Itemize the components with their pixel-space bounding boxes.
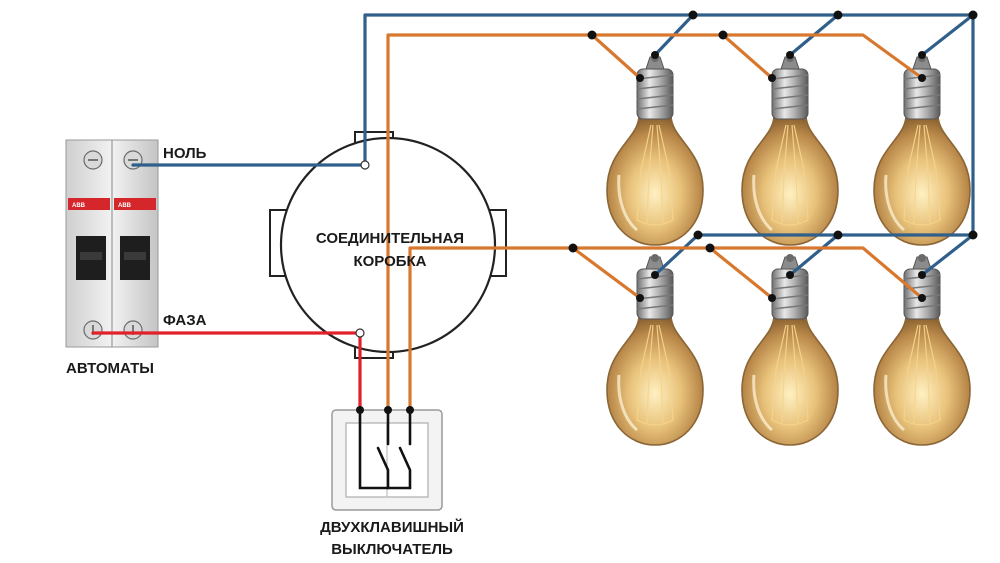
neutral-wire <box>131 13 975 277</box>
lamp-row-bottom <box>605 252 972 463</box>
light-bulb-icon <box>872 252 972 463</box>
light-bulb-icon <box>740 52 840 263</box>
junction-nodes <box>355 10 978 414</box>
junction-box-label-2: КОРОБКА <box>353 253 426 270</box>
phase-label: ФАЗА <box>163 312 207 329</box>
circuit-breakers: ABB ABB <box>65 139 159 348</box>
breakers-label: АВТОМАТЫ <box>66 360 154 377</box>
switch-label-2: ВЫКЛЮЧАТЕЛЬ <box>331 541 453 558</box>
switched-wire <box>386 33 924 412</box>
breaker-brand: ABB <box>118 203 132 209</box>
neutral-label: НОЛЬ <box>163 145 207 162</box>
light-bulb-icon <box>605 52 705 263</box>
switch-label-1: ДВУХКЛАВИШНЫЙ <box>320 518 464 536</box>
junction-box-label-1: СОЕДИНИТЕЛЬНАЯ <box>316 230 464 247</box>
lamp-row-top <box>605 52 972 263</box>
breaker-brand: ABB <box>72 203 86 209</box>
switch-contacts <box>358 408 412 490</box>
light-bulb-icon <box>872 52 972 263</box>
